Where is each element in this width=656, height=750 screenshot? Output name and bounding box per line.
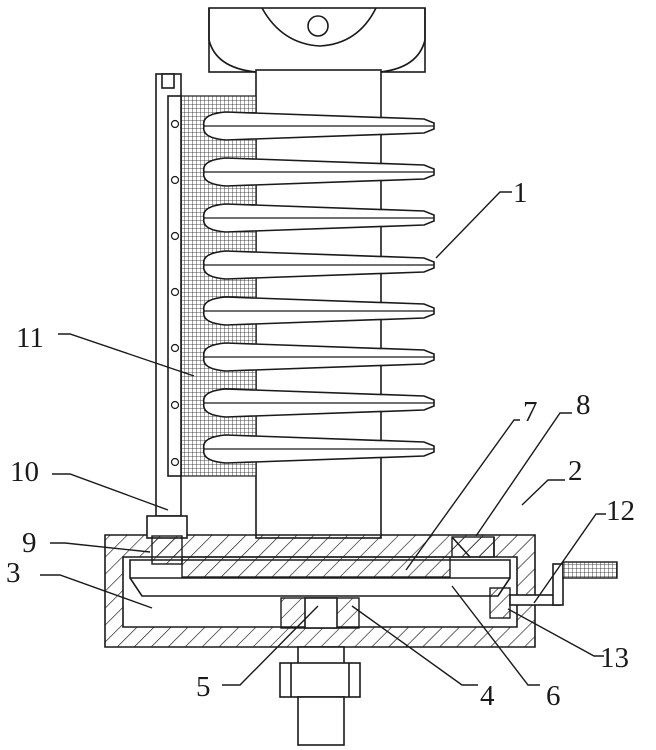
label-13: 13 [600, 642, 629, 674]
rod-hole-5 [172, 345, 179, 352]
handle-grip [563, 562, 617, 578]
label-1: 1 [513, 177, 528, 209]
rod-hole-2 [172, 177, 179, 184]
rotating-plate [130, 557, 510, 596]
label-12: 12 [606, 495, 635, 527]
label-2: 2 [568, 455, 583, 487]
center-bearing [281, 598, 359, 628]
mesh-panel [181, 96, 256, 476]
rod-hole-7 [172, 459, 179, 466]
label-10: 10 [10, 456, 39, 488]
right-gear-block [452, 537, 494, 557]
side-gear [490, 588, 510, 618]
label-7: 7 [523, 396, 538, 428]
bottom-mount [280, 647, 360, 745]
rod-hole-1 [172, 121, 179, 128]
rod-hole-4 [172, 289, 179, 296]
top-bolt [147, 516, 187, 564]
rod-hole-3 [172, 233, 179, 240]
label-5: 5 [196, 671, 211, 703]
label-11: 11 [16, 322, 44, 354]
label-3: 3 [6, 557, 21, 589]
top-cap [209, 8, 425, 72]
label-4: 4 [480, 680, 495, 712]
label-8: 8 [576, 389, 591, 421]
label-6: 6 [546, 680, 561, 712]
label-9: 9 [22, 527, 37, 559]
cap-hole [308, 16, 328, 36]
rod-hole-6 [172, 402, 179, 409]
